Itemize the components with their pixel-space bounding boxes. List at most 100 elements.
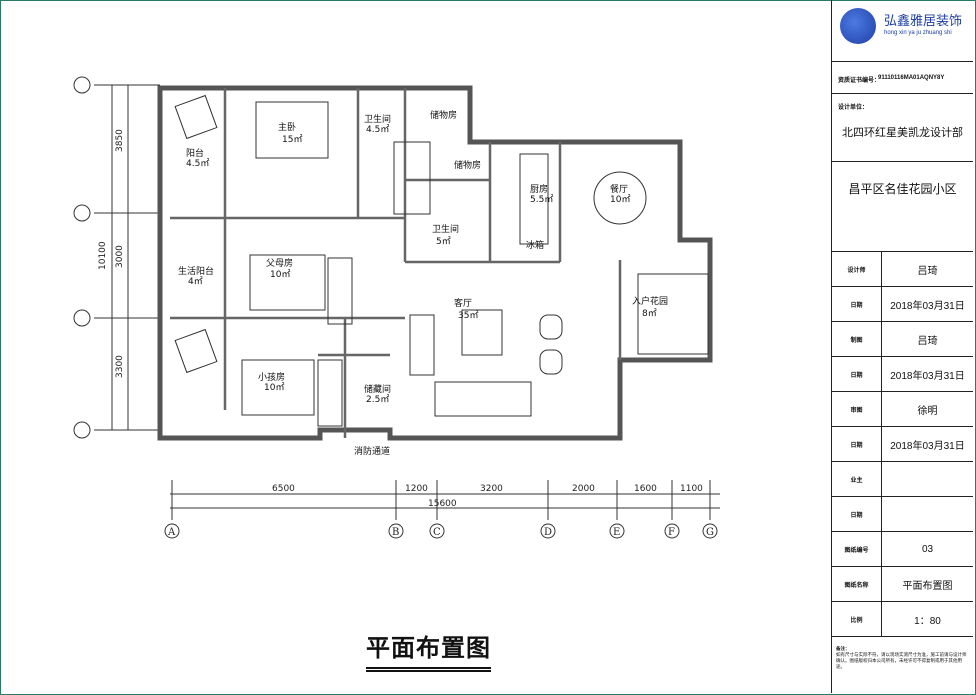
room-label: 父母房: [266, 257, 293, 269]
room-area: 5㎡: [436, 236, 451, 247]
tb-row: 业主: [832, 462, 973, 497]
tb-row: 比例 1：80: [832, 602, 973, 637]
room-label: 阳台: [186, 147, 204, 159]
axis-label: A: [167, 527, 176, 538]
tb-row: 图纸编号 03: [832, 532, 973, 567]
tb-row-label: 审图: [832, 392, 882, 426]
tb-row-label: 图纸编号: [832, 532, 882, 566]
room-label: 储物房: [454, 159, 481, 171]
room-area: 8㎡: [642, 308, 657, 319]
horizontal-dimension-chain: [164, 480, 720, 539]
tb-row-value: 2018年03月31日: [890, 370, 965, 382]
room-area: 4.5㎡: [366, 124, 389, 135]
tb-row-value: 1：80: [914, 615, 941, 627]
room-area: 15㎡: [282, 134, 302, 145]
room-label: 小孩房: [258, 371, 285, 383]
tb-row-label: 日期: [832, 357, 882, 391]
room-area: 35㎡: [458, 310, 478, 321]
company-logo-icon: [840, 8, 876, 44]
tb-row-label: 图纸名称: [832, 567, 882, 601]
room-label: 入户花园: [632, 295, 668, 307]
tb-row: 审图 徐明: [832, 392, 973, 427]
tb-row: 设计师 吕琦: [832, 252, 973, 287]
room-area: 2.5㎡: [366, 394, 389, 405]
tb-row-value: 平面布置图: [902, 580, 953, 592]
room-label: 冰箱: [526, 239, 544, 251]
tb-row-value: 03: [921, 543, 934, 555]
room-area: 10㎡: [270, 269, 290, 280]
room-area: 10㎡: [610, 194, 630, 205]
notes: 备注： 如有尺寸与实际不符，请以现场实测尺寸为准，施工前请与设计师确认。图纸版权…: [836, 646, 970, 670]
room-label: 主卧: [278, 121, 296, 133]
tb-row-label: 业主: [832, 462, 882, 496]
project-box: 昌平区名佳花园小区: [832, 162, 973, 252]
room-label: 卫生间: [432, 223, 459, 235]
credit-code-label: 资质证书编号：: [838, 78, 881, 84]
room-label: 生活阳台: [178, 265, 214, 277]
room-label: 客厅: [454, 297, 472, 309]
notes-label: 备注：: [836, 646, 850, 651]
hdim-5: 1600: [634, 484, 657, 494]
axis-label: B: [392, 527, 399, 538]
axis-label: C: [433, 527, 441, 538]
designer-org: 北四环红星美凯龙设计部: [842, 127, 963, 139]
drawing-title: 平面布置图: [366, 628, 491, 669]
tb-row: 日期: [832, 497, 973, 532]
axis-label: E: [613, 527, 620, 538]
tb-row: 日期 2018年03月31日: [832, 287, 973, 322]
tb-row: 制图 吕琦: [832, 322, 973, 357]
tb-row: 日期 2018年03月31日: [832, 427, 973, 462]
hdim-3: 3200: [480, 484, 503, 494]
company-pinyin: hong xin ya ju zhuang shi: [884, 30, 952, 36]
room-labels: 阳台 4.5㎡ 主卧 15㎡ 卫生间 4.5㎡ 储物房 储物房 厨房 5.5㎡ …: [178, 109, 668, 457]
room-area: 10㎡: [264, 382, 284, 393]
tb-row: 图纸名称 平面布置图: [832, 567, 973, 602]
vdim-2: 3000: [115, 245, 125, 268]
room-label: 卫生间: [364, 113, 391, 125]
tb-row-value: 2018年03月31日: [890, 300, 965, 312]
room-area: 4㎡: [188, 276, 203, 287]
tb-row-value: 吕琦: [917, 265, 938, 277]
tb-row-label: 比例: [832, 602, 882, 636]
tb-row-label: 设计师: [832, 252, 882, 286]
room-label: 餐厅: [610, 183, 628, 195]
vdim-1: 3850: [115, 129, 125, 152]
credit-code: 91110116MA01AQNY8Y: [878, 75, 945, 81]
designer-org-box: 设计单位： 北四环红星美凯龙设计部: [832, 94, 973, 162]
tb-row-value: 徐明: [917, 405, 938, 417]
tb-row-value: 2018年03月31日: [890, 440, 965, 452]
designer-org-label: 设计单位：: [838, 105, 869, 111]
hdim-1: 6500: [272, 484, 295, 494]
credit-code-box: 资质证书编号： 91110116MA01AQNY8Y: [832, 62, 973, 94]
floor-plan-svg: 3850 3000 3300 10100: [73, 76, 720, 539]
tb-row-value: [882, 462, 973, 496]
tb-row-value: [882, 497, 973, 531]
tb-row-label: 日期: [832, 287, 882, 321]
company-name: 弘鑫雅居装饰: [884, 13, 963, 28]
furniture: [174, 94, 709, 427]
room-area: 5.5㎡: [530, 194, 553, 205]
room-label: 厨房: [530, 183, 548, 195]
axis-label: F: [668, 527, 675, 538]
vdim-3: 3300: [115, 355, 125, 378]
hdim-total: 15600: [428, 499, 457, 509]
axis-label: D: [544, 527, 552, 538]
tb-row: 日期 2018年03月31日: [832, 357, 973, 392]
room-label: 储藏间: [364, 383, 391, 395]
interior-walls: [170, 88, 622, 438]
axis-label: G: [706, 527, 714, 538]
company-logo-box: 弘鑫雅居装饰 hong xin ya ju zhuang shi: [832, 0, 973, 62]
hdim-6: 1100: [680, 484, 703, 494]
hdim-4: 2000: [572, 484, 595, 494]
walls: [157, 85, 713, 441]
tb-row-label: 日期: [832, 427, 882, 461]
hdim-2: 1200: [405, 484, 428, 494]
room-label: 消防通道: [354, 445, 390, 457]
project-name: 昌平区名佳花园小区: [848, 182, 957, 196]
title-block: 弘鑫雅居装饰 hong xin ya ju zhuang shi 资质证书编号：…: [831, 0, 973, 693]
room-label: 储物房: [430, 109, 457, 121]
tb-row-label: 日期: [832, 497, 882, 531]
vertical-dimension-chain: [73, 76, 160, 439]
tb-row-label: 制图: [832, 322, 882, 356]
floor-plan: 3850 3000 3300 10100: [60, 70, 730, 550]
